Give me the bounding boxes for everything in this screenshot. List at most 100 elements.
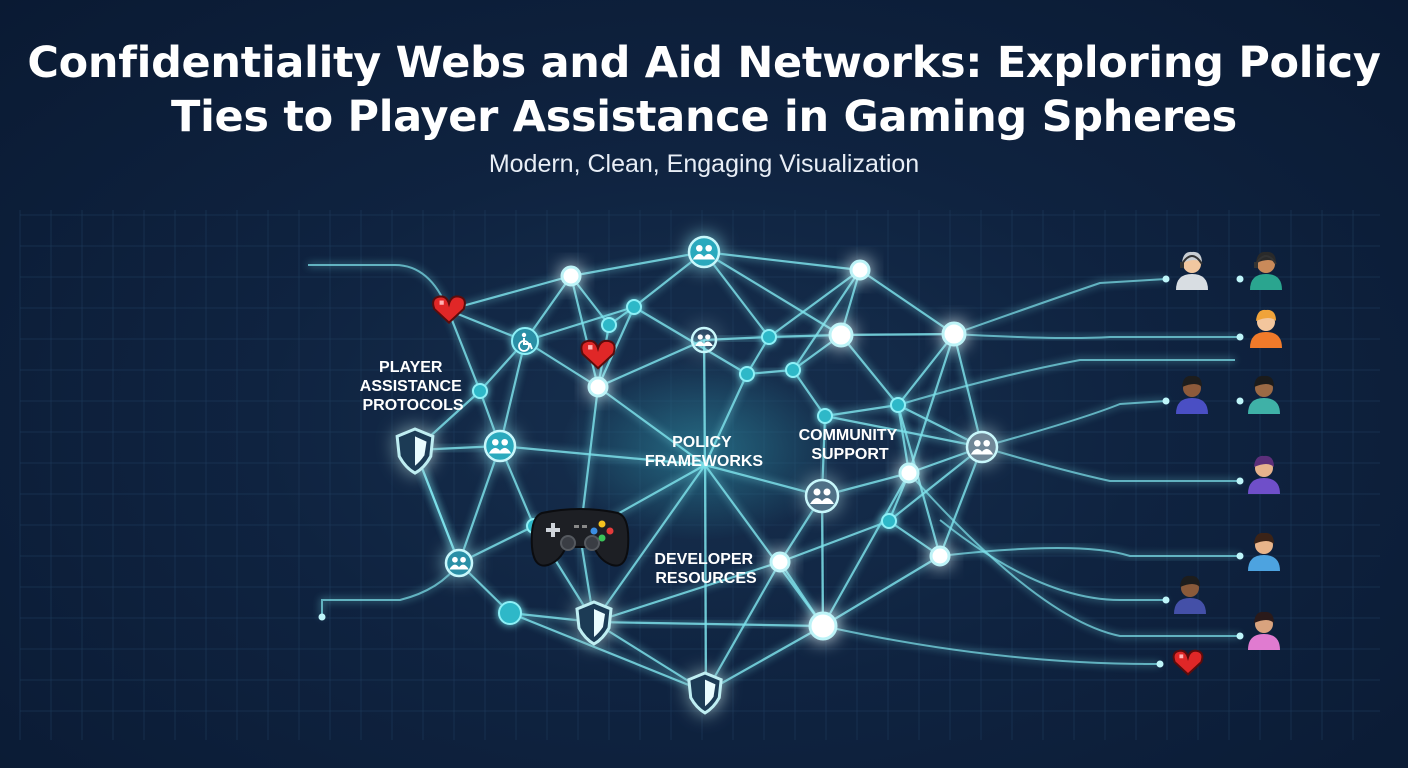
gamepad-icon	[530, 508, 630, 567]
avatar-link	[953, 333, 1240, 339]
network-icons	[395, 235, 1204, 715]
network-link	[897, 333, 955, 406]
person-avatar-icon	[1176, 251, 1208, 290]
link-endpoint	[318, 613, 326, 621]
network-link	[859, 269, 955, 335]
network-link	[446, 309, 482, 392]
network-link	[824, 414, 983, 449]
network-link	[822, 555, 941, 627]
person-avatar-icon	[1174, 575, 1206, 614]
title-line-1: Confidentiality Webs and Aid Networks: E…	[27, 38, 1381, 88]
network-link	[792, 369, 826, 417]
label-developer-resources: DEVELOPER RESOURCES	[654, 551, 757, 587]
cyan-node	[817, 408, 833, 424]
avatar-column	[1174, 251, 1282, 650]
white-node	[828, 322, 854, 348]
accessibility-icon	[511, 327, 539, 355]
avatar-link	[939, 519, 1166, 601]
avatar-link	[981, 446, 1240, 482]
network-link	[704, 463, 823, 498]
network-link	[824, 403, 899, 418]
network-link	[703, 464, 708, 693]
link-endpoint	[1162, 275, 1170, 283]
background-grid	[19, 210, 1380, 740]
white-node	[560, 265, 582, 287]
shield-icon	[687, 671, 723, 715]
link-endpoint	[1236, 275, 1244, 283]
network-link	[703, 251, 842, 336]
network-link	[703, 335, 770, 342]
avatar-link	[908, 472, 1240, 637]
network-link	[570, 250, 705, 278]
avatar-link	[308, 264, 449, 311]
cyan-node	[472, 383, 488, 399]
white-node	[769, 551, 791, 573]
label-player-assistance: PLAYER ASSISTANCE PROTOCOLS	[360, 359, 466, 414]
network-link	[768, 269, 861, 338]
cyan-node	[498, 601, 522, 625]
cyan-node	[739, 366, 755, 382]
network-link	[597, 386, 706, 466]
person-avatar-icon	[1250, 309, 1282, 348]
page-title: Confidentiality Webs and Aid Networks: E…	[0, 36, 1408, 144]
network-link	[596, 306, 636, 388]
cyan-node	[601, 317, 617, 333]
network-link	[705, 625, 824, 693]
cyan-node	[785, 362, 801, 378]
network-link	[702, 339, 707, 466]
network-link	[593, 621, 707, 693]
avatar-link	[897, 359, 1235, 406]
person-avatar-icon	[1250, 251, 1282, 290]
network-link	[705, 561, 781, 693]
white-node	[898, 462, 920, 484]
link-endpoint	[1236, 477, 1244, 485]
network-link	[704, 373, 748, 466]
center-halo	[560, 360, 840, 540]
link-endpoint	[1162, 596, 1170, 604]
heart-icon	[1172, 649, 1204, 676]
cyan-node	[881, 513, 897, 529]
link-endpoint	[1156, 660, 1164, 668]
avatar-link	[822, 625, 1161, 666]
network-link	[597, 338, 705, 389]
link-endpoint	[1236, 632, 1244, 640]
network-link	[820, 495, 825, 627]
white-node	[941, 321, 967, 347]
network-link	[509, 611, 707, 694]
link-endpoint	[1236, 397, 1244, 405]
white-node	[587, 376, 609, 398]
network-link	[896, 404, 911, 474]
network-link	[569, 275, 600, 388]
heart-icon	[580, 339, 616, 370]
people-icon	[444, 548, 474, 578]
network-link	[593, 464, 706, 623]
link-endpoint	[1162, 397, 1170, 405]
avatar-link	[321, 562, 460, 617]
avatar-link	[953, 278, 1167, 335]
network-link	[524, 340, 599, 388]
person-avatar-icon	[1248, 455, 1280, 494]
network-link	[822, 472, 910, 627]
white-node	[849, 259, 871, 281]
person-avatar-icon	[1248, 532, 1280, 571]
network-link	[524, 305, 635, 343]
people-icon	[690, 326, 718, 354]
network-link	[593, 620, 824, 628]
people-icon	[483, 429, 517, 463]
people-icon	[965, 430, 999, 464]
white-node	[929, 545, 951, 567]
network-link	[704, 464, 824, 627]
shield-icon	[575, 600, 613, 646]
white-node	[808, 611, 838, 641]
cyan-node	[890, 397, 906, 413]
network-link	[779, 519, 890, 564]
network-link	[633, 306, 748, 375]
label-policy-frameworks: POLICY FRAMEWORKS	[645, 434, 764, 470]
link-endpoint	[1236, 552, 1244, 560]
network-link	[938, 446, 984, 557]
person-avatar-icon	[1176, 375, 1208, 414]
avatar-link	[981, 400, 1167, 448]
network-link	[792, 269, 861, 371]
network-link	[457, 445, 502, 564]
